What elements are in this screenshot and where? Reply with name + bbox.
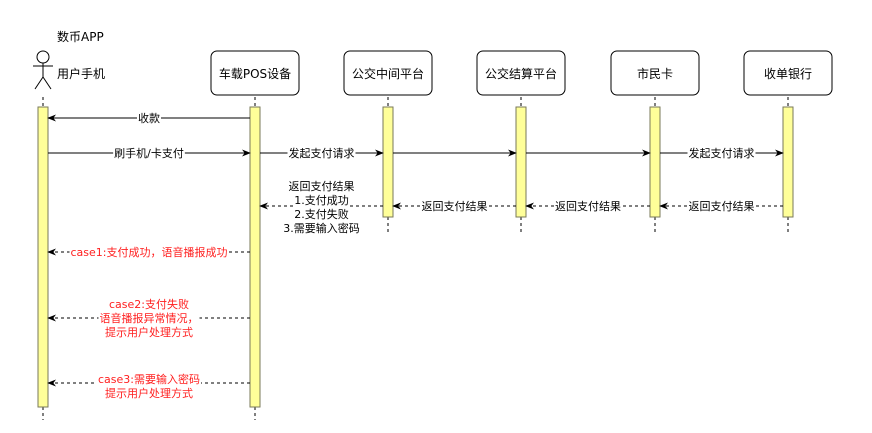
message-pos-to-user: 收款 <box>47 111 250 125</box>
participant-label: 收单银行 <box>764 67 812 81</box>
label-background <box>287 146 356 160</box>
activation-bar-middle <box>382 106 394 218</box>
label-background <box>69 245 229 259</box>
label-background <box>293 207 350 221</box>
label-background <box>104 386 194 400</box>
message-pos-to-user: case1:支付成功，语音播报成功 <box>47 245 250 259</box>
actor-icon <box>33 50 53 90</box>
label-background <box>687 146 756 160</box>
participant-label: 公交结算平台 <box>485 66 557 81</box>
actor-caption: 数币APP <box>57 29 104 44</box>
participant-card: 市民卡 <box>610 50 700 96</box>
message-label: 刷手机/卡支付 <box>114 146 184 160</box>
label-background <box>687 200 756 213</box>
label-background <box>282 221 361 235</box>
message-label: 提示用户处理方式 <box>105 325 193 339</box>
label-background <box>108 297 190 311</box>
participant-label: 车载POS设备 <box>219 66 291 81</box>
activation-bar-card <box>649 106 661 218</box>
activation-bar-user <box>37 106 49 408</box>
participant-middle: 公交中间平台 <box>343 50 433 96</box>
label-background <box>293 194 350 207</box>
participant-user: 数币APP 用户手机 <box>33 29 105 90</box>
message-label: 2.支付失败 <box>294 207 349 221</box>
label-background <box>97 372 201 386</box>
label-background <box>104 325 194 339</box>
message-label: 返回支付结果 <box>289 180 355 193</box>
message-label: 发起支付请求 <box>289 146 355 160</box>
message-card-to-settle: 返回支付结果 <box>525 200 650 213</box>
message-settle-to-middle: 返回支付结果 <box>392 200 516 213</box>
message-label: 发起支付请求 <box>689 146 755 160</box>
message-label: case2:支付失败 <box>109 297 189 311</box>
label-background <box>554 200 622 213</box>
label-background <box>287 180 356 193</box>
message-bank-to-card: 返回支付结果 <box>659 200 783 213</box>
participant-label: 公交中间平台 <box>352 66 424 81</box>
message-label: 3.需要输入密码 <box>283 221 360 235</box>
participant-settle: 公交结算平台 <box>476 50 566 96</box>
participant-bank: 收单银行 <box>743 50 833 96</box>
participant-pos: 车载POS设备 <box>210 50 300 96</box>
message-label: case1:支付成功，语音播报成功 <box>71 245 228 259</box>
message-label: 返回支付结果 <box>555 200 621 213</box>
message-label: 返回支付结果 <box>422 200 488 213</box>
participant-label: 市民卡 <box>637 66 673 81</box>
message-label: 1.支付成功 <box>294 194 349 207</box>
activation-bar-pos <box>249 106 261 408</box>
label-background <box>420 200 489 213</box>
message-label: 提示用户处理方式 <box>105 386 193 400</box>
message-user-to-pos: 刷手机/卡支付 <box>48 146 251 160</box>
message-label: 收款 <box>138 111 160 125</box>
activation-bar-bank <box>782 106 794 218</box>
message-label: 语音播报异常情况， <box>100 311 199 325</box>
label-background <box>137 111 161 125</box>
label-background <box>113 146 185 160</box>
message-pos-to-middle: 发起支付请求 <box>260 146 384 160</box>
message-label: 返回支付结果 <box>689 200 755 213</box>
label-background <box>98 311 200 325</box>
message-card-to-bank: 发起支付请求 <box>660 146 784 160</box>
message-label: case3:需要输入密码 <box>98 372 200 386</box>
participant-label: 用户手机 <box>57 66 105 81</box>
activation-bar-settle <box>515 106 527 218</box>
